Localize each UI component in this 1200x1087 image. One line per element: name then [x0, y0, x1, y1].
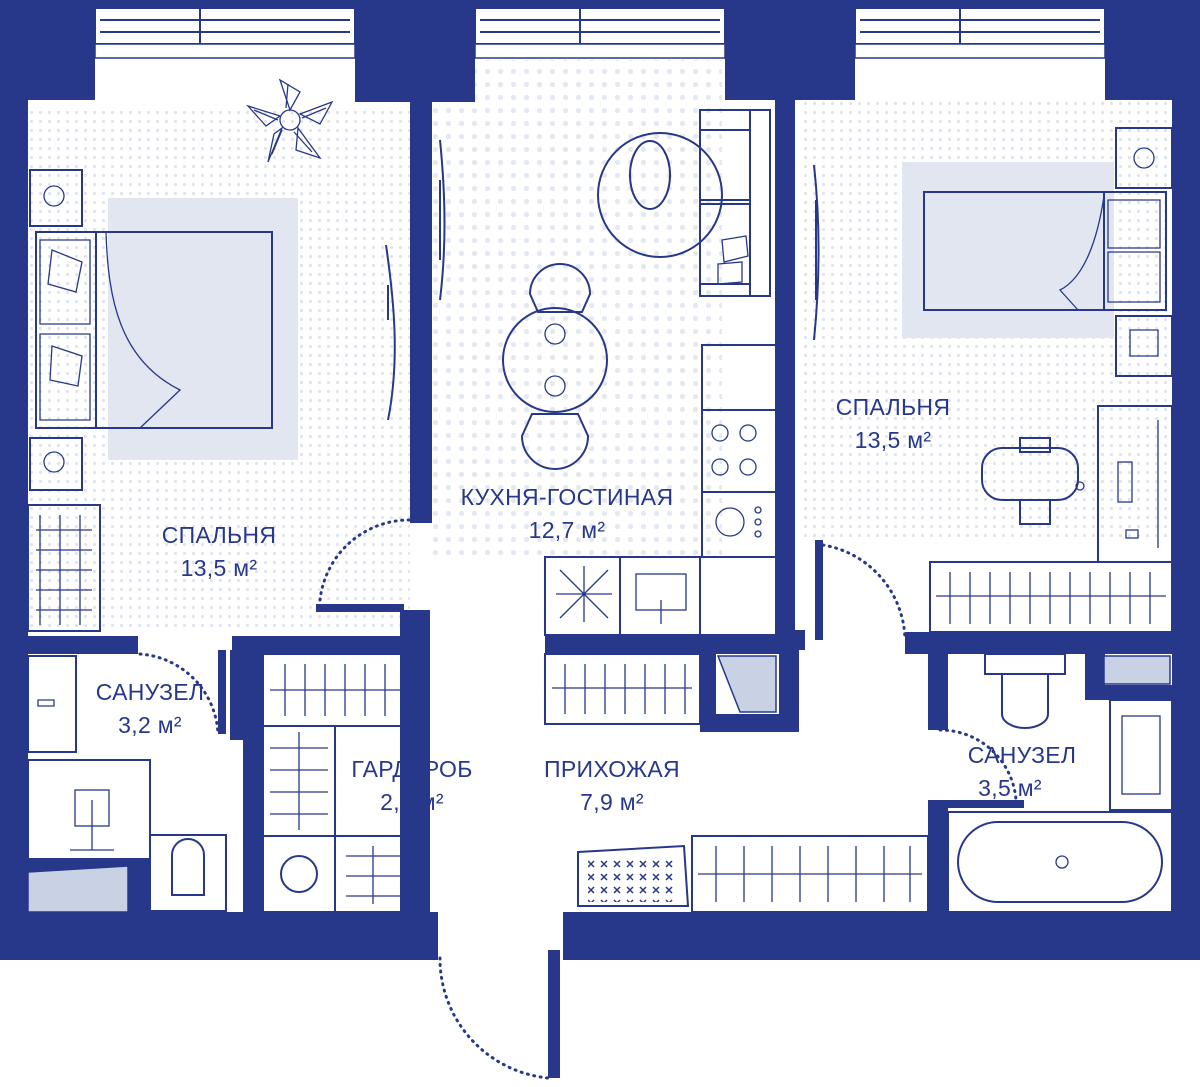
tv-icon [385, 244, 396, 421]
room-name: ГАРДЕРОБ [351, 756, 472, 782]
bathtub-icon [947, 811, 1173, 913]
room-area: 3,2 м² [118, 712, 182, 738]
lamp-icon [1115, 127, 1173, 377]
door-swing [138, 518, 1024, 1080]
room-name: САНУЗЕЛ [96, 679, 205, 705]
room-area: 13,5 м² [181, 555, 258, 581]
wardrobe-icon [262, 653, 412, 913]
room-label-bedroom-right: СПАЛЬНЯ 13,5 м² [836, 394, 951, 453]
wardrobe-icon [544, 653, 701, 725]
room-name: КУХНЯ-ГОСТИНАЯ [461, 484, 674, 510]
room-area: 3,5 м² [978, 775, 1042, 801]
room-name: СПАЛЬНЯ [836, 394, 951, 420]
wardrobe-icon [27, 504, 101, 632]
room-area: 13,5 м² [855, 427, 932, 453]
walls [0, 0, 1200, 960]
bed-icon [902, 162, 1167, 338]
room-area: 7,9 м² [580, 789, 644, 815]
room-label-hallway: ПРИХОЖАЯ 7,9 м² [544, 756, 680, 815]
bed-icon [35, 198, 298, 460]
wardrobe-icon [929, 561, 1173, 633]
sink-icon [544, 556, 778, 636]
room-label-bathroom-right: САНУЗЕЛ 3,5 м² [968, 742, 1077, 801]
room-area: 2,6 м² [380, 789, 444, 815]
room-label-kitchen-living: КУХНЯ-ГОСТИНАЯ 12,7 м² [461, 484, 674, 543]
rug-icon [597, 132, 723, 258]
room-label-wardrobe: ГАРДЕРОБ 2,6 м² [351, 756, 472, 815]
room-name: САНУЗЕЛ [968, 742, 1077, 768]
sofa-icon [699, 109, 771, 297]
wardrobe-icon [691, 835, 929, 913]
tv-icon [439, 139, 446, 301]
tv-icon [813, 164, 820, 341]
room-area: 12,7 м² [529, 517, 606, 543]
room-label-bedroom-left: СПАЛЬНЯ 13,5 м² [162, 522, 277, 581]
window-icon [94, 7, 1106, 59]
room-label-bathroom-left: САНУЗЕЛ 3,2 м² [96, 679, 205, 738]
sink-icon [1109, 699, 1173, 811]
chair-icon [520, 263, 592, 470]
plant-icon [245, 78, 334, 163]
sink-icon [27, 655, 77, 753]
room-name: СПАЛЬНЯ [162, 522, 277, 548]
office-chair-icon [981, 437, 1085, 525]
lamp-icon [29, 169, 83, 491]
room-name: ПРИХОЖАЯ [544, 756, 680, 782]
doormat-icon [577, 844, 690, 907]
washing-machine-icon [27, 759, 151, 861]
dining-table-icon [502, 307, 608, 413]
toilet-icon [149, 834, 227, 912]
toilet-icon [984, 653, 1066, 729]
mirror-icon [27, 655, 1171, 913]
